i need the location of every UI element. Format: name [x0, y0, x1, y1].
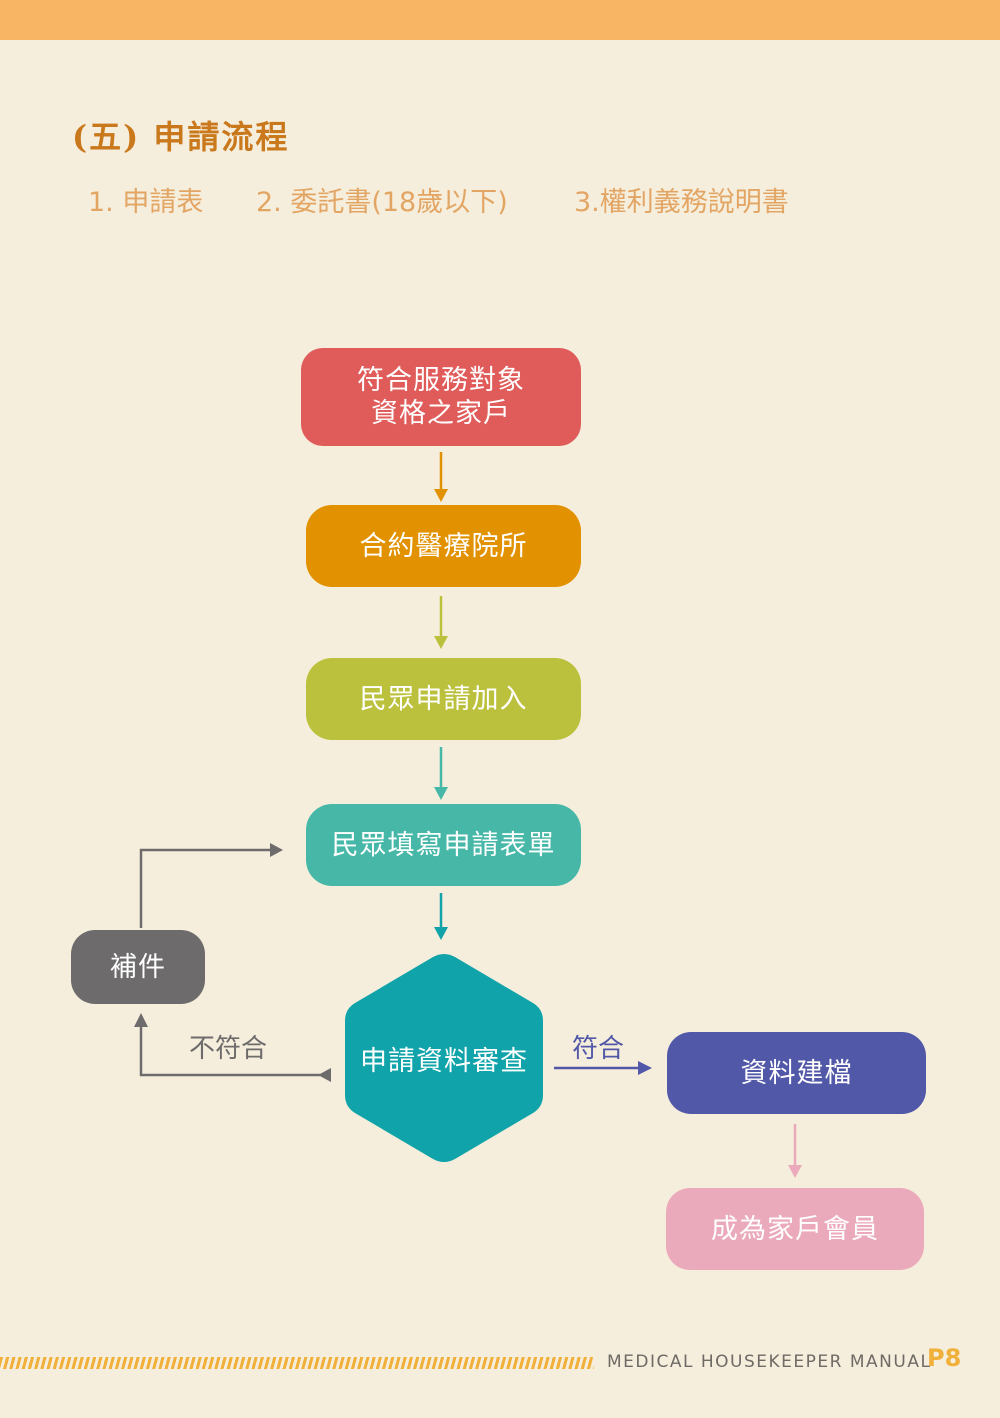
top-color-bar [0, 0, 1000, 40]
edge-label-match: 符合 [572, 1034, 625, 1064]
page-number: P8 [927, 1344, 962, 1372]
footer-stripe [0, 1357, 594, 1369]
required-document-1: 1. 申請表 [88, 187, 204, 218]
step-become-member: 成為家戶會員 [666, 1188, 924, 1270]
arrow-apply-to-form [434, 747, 448, 800]
arrow-archive-to-member [788, 1124, 802, 1178]
step-archive: 資料建檔 [667, 1032, 926, 1114]
arrow-review-to-archive [554, 1061, 652, 1075]
section-title: (五) 申請流程 [72, 118, 290, 156]
required-document-3: 3.權利義務說明書 [574, 187, 789, 218]
edge-label-not-match: 不符合 [189, 1034, 268, 1064]
step-eligible-line2: 資格之家戶 [371, 398, 511, 429]
required-document-2: 2. 委託書(18歲以下) [256, 187, 508, 218]
step-eligible-line1: 符合服務對象 [357, 365, 525, 396]
step-review-label: 申請資料審查 [360, 1045, 528, 1077]
arrow-review-to-supplement [134, 1013, 331, 1082]
review-hexagon [345, 954, 543, 1162]
step-supplement: 補件 [71, 930, 205, 1004]
step-contract-clinic: 合約醫療院所 [306, 505, 581, 587]
footer-manual-title: MEDICAL HOUSEKEEPER MANUAL [607, 1352, 932, 1372]
arrow-eligible-to-contract [434, 452, 448, 502]
step-eligible-household: 符合服務對象 資格之家戶 [301, 348, 581, 446]
arrow-form-to-review [434, 893, 448, 940]
arrow-contract-to-apply [434, 596, 448, 649]
step-fill-form: 民眾填寫申請表單 [306, 804, 581, 886]
arrow-supplement-to-form [139, 843, 283, 928]
step-public-apply: 民眾申請加入 [306, 658, 581, 740]
